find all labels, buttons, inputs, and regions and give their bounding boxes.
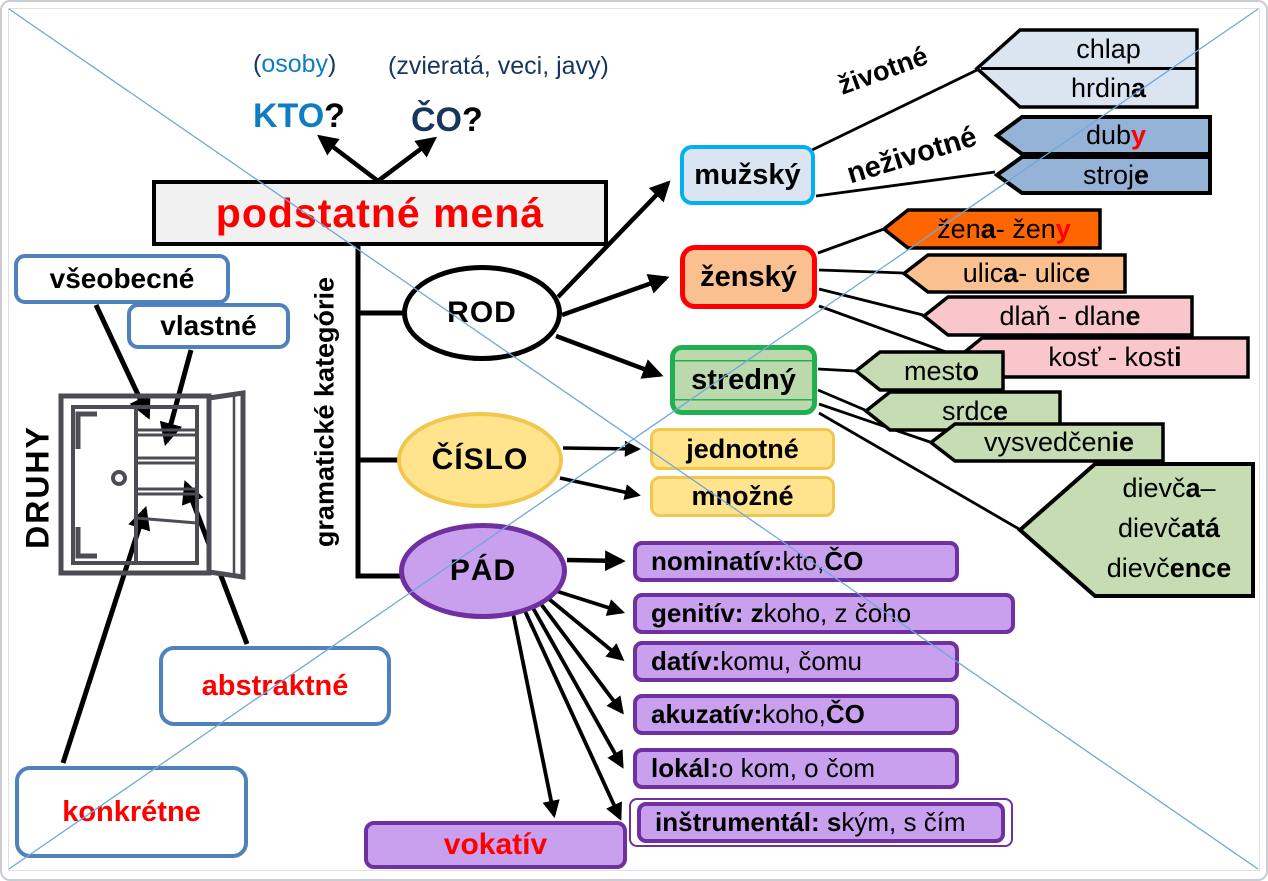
case-dativ: datív: komu, čomu	[633, 641, 959, 682]
gender-zensky: ženský	[680, 245, 817, 309]
cabinet-open-door	[206, 390, 246, 580]
case-vokativ: vokatív	[364, 821, 627, 869]
case-lokal: lokál: o kom, o čom	[633, 748, 959, 789]
number-mnozne: množné	[650, 476, 835, 517]
type-konkretne: konkrétne	[15, 766, 248, 858]
question-co: ČO?	[411, 101, 483, 139]
node-cislo: ČÍSLO	[397, 412, 563, 508]
node-rod: ROD	[402, 265, 562, 361]
cabinet-handle	[111, 470, 127, 486]
case-instrumental-outline: inštrumentál: s kým, s čím	[629, 798, 1013, 847]
case-akuzativ: akuzatív: koho, ČO	[633, 694, 959, 735]
gender-muzsky: mužský	[680, 145, 815, 205]
case-genitiv: genitív: z koho, z čoho	[633, 593, 1015, 634]
question-kto: KTO?	[253, 97, 345, 135]
number-jednotne: jednotné	[650, 428, 835, 470]
label-druhy: DRUHY	[19, 425, 56, 549]
type-vseobecne: všeobecné	[14, 254, 230, 304]
example-chlap: chlap	[1076, 33, 1141, 64]
case-nominativ: nominatív: kto, ČO	[633, 541, 959, 582]
axis-label-gramaticke-kategorie: gramatické kategórie	[309, 276, 340, 548]
case-instrumental: inštrumentál: s kým, s čím	[637, 802, 1005, 843]
hint-osoby: (osoby)	[253, 50, 337, 78]
type-abstraktne: abstraktné	[159, 646, 391, 726]
hint-zvierata-veci-javy: (zvieratá, veci, javy)	[388, 52, 609, 80]
type-vlastne: vlastné	[127, 303, 290, 349]
node-pad: PÁD	[399, 523, 567, 619]
cabinet-illustration	[58, 390, 246, 580]
category-bracket	[355, 243, 406, 579]
page-title: podstatné mená	[152, 180, 608, 246]
gender-stredny: stredný	[670, 345, 817, 415]
